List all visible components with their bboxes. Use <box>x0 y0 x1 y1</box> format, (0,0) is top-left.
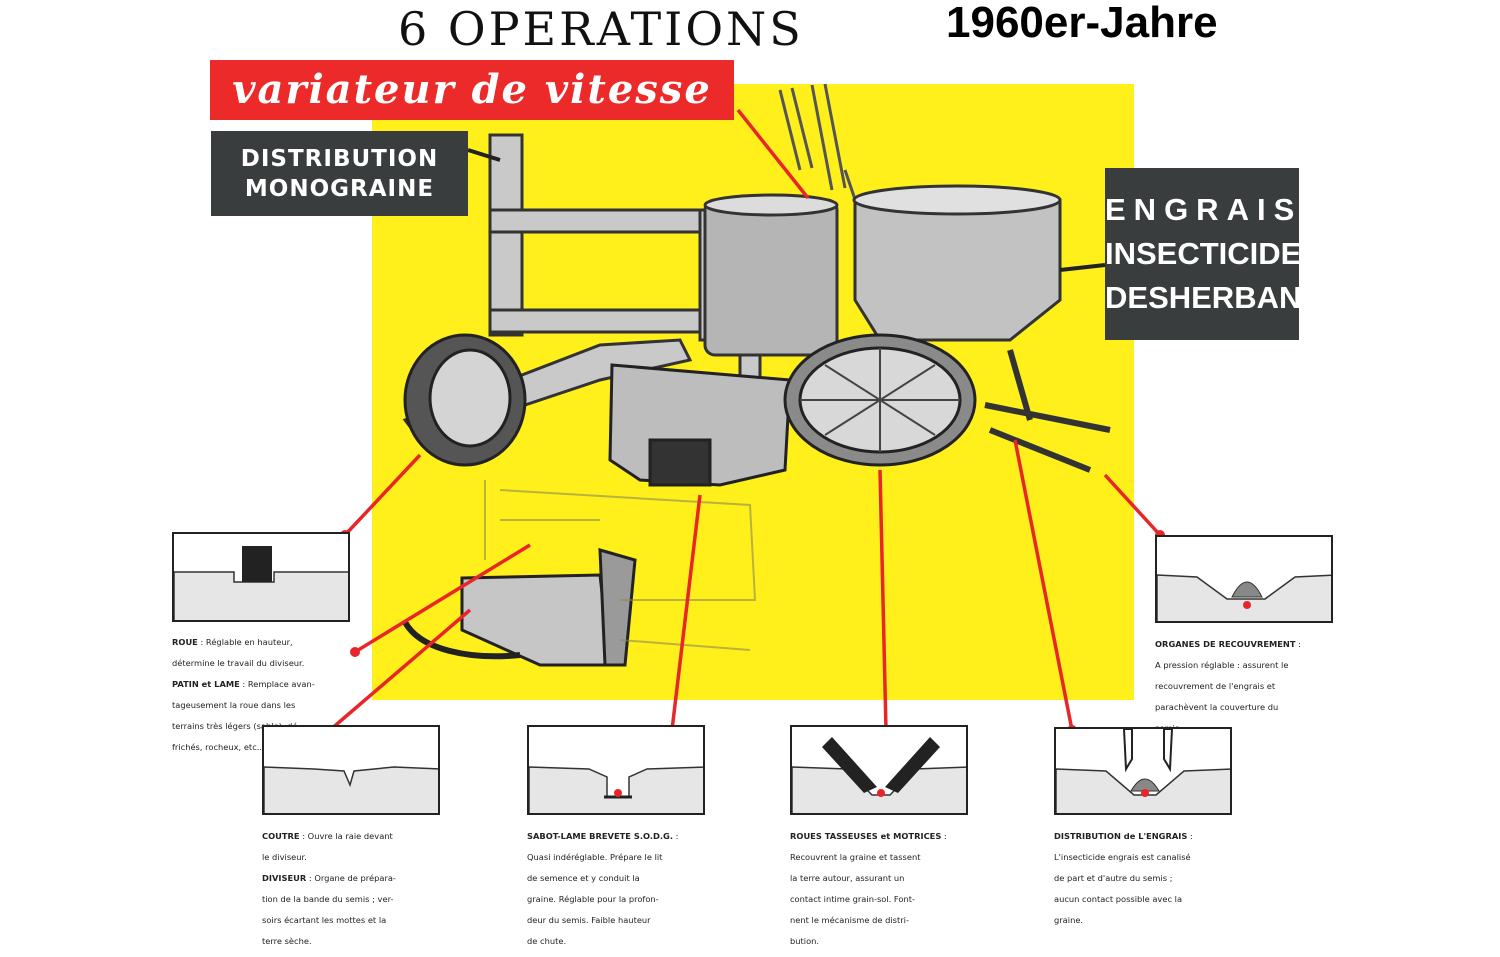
distribution-label-line1: DISTRIBUTION <box>240 145 439 172</box>
caption-line: nent le mécanisme de distri- <box>790 914 909 925</box>
caption-line: terre sèche. <box>262 935 312 946</box>
roue-diagram <box>172 532 350 622</box>
caption-line: ORGANES DE RECOUVREMENT : <box>1155 638 1301 649</box>
engrais-label-line3: DESHERBANT <box>1105 280 1321 315</box>
sabot-lame-diagram <box>527 725 705 815</box>
caption-line: SABOT-LAME BREVETE S.O.D.G. : <box>527 830 679 841</box>
caption-line: soirs écartant les mottes et la <box>262 914 387 925</box>
distribution-monograine-label: DISTRIBUTION MONOGRAINE <box>211 131 468 216</box>
caption-line: DISTRIBUTION de L'ENGRAIS : <box>1054 830 1193 841</box>
seed-drill-illustration <box>325 83 1165 735</box>
distribution-engrais-diagram <box>1054 727 1232 815</box>
ghost-frame-outline <box>484 480 757 651</box>
engrais-label-line2: INSECTICIDE <box>1105 236 1302 271</box>
organes-recouvrement-diagram <box>1155 535 1333 623</box>
press-wheel <box>783 333 977 467</box>
caption-line: COUTRE : Ouvre la raie devant <box>262 830 393 841</box>
fertilizer-hopper <box>852 184 1062 342</box>
front-wheel <box>403 333 527 467</box>
caption-line: le diviseur. <box>262 851 307 862</box>
distribution-engrais-caption: DISTRIBUTION de L'ENGRAIS : L'insecticid… <box>1054 820 1232 936</box>
seed-hopper <box>703 193 839 357</box>
coutre-caption: COUTRE : Ouvre la raie devant le diviseu… <box>262 820 440 957</box>
hanging-chain <box>778 83 864 221</box>
caption-line: la terre autour, assurant un <box>790 872 905 883</box>
speed-variator-label: variateur de vitesse <box>210 60 734 120</box>
caption-line: ROUES TASSEUSES et MOTRICES : <box>790 830 947 841</box>
caption-line: Recouvrent la graine et tassent <box>790 851 921 862</box>
caption-line: A pression réglable : assurent le <box>1155 659 1289 670</box>
roues-tasseuses-caption: ROUES TASSEUSES et MOTRICES : Recouvrent… <box>790 820 968 957</box>
caption-line: contact intime grain-sol. Font- <box>790 893 915 904</box>
caption-line: graine. <box>1054 914 1084 925</box>
sabot-caption: SABOT-LAME BREVETE S.O.D.G. : Quasi indé… <box>527 820 705 957</box>
covering-tines <box>984 349 1111 473</box>
caption-line: de part et d'autre du semis ; <box>1054 872 1173 883</box>
caption-line: aucun contact possible avec la <box>1054 893 1183 904</box>
roues-tasseuses-diagram <box>790 725 968 815</box>
caption-line: bution. <box>790 935 820 946</box>
divider-body <box>608 363 792 487</box>
engrais-label: ENGRAIS INSECTICIDE DESHERBANT <box>1105 168 1321 340</box>
caption-line: tageusement la roue dans les <box>172 699 296 710</box>
caption-line: de chute. <box>527 935 567 946</box>
caption-line: DIVISEUR : Organe de prépara- <box>262 872 396 883</box>
leader-lines <box>328 108 1162 732</box>
organes-caption: ORGANES DE RECOUVREMENT : A pression rég… <box>1155 628 1333 744</box>
distribution-label-line2: MONOGRAINE <box>244 175 435 202</box>
caption-line: PATIN et LAME : Remplace avan- <box>172 678 315 689</box>
coutre-diagram <box>262 725 440 815</box>
caption-line: deur du semis. Faible hauteur <box>527 914 651 925</box>
era-label: 1960er-Jahre <box>946 0 1218 47</box>
caption-line: graine. Réglable pour la profon- <box>527 893 659 904</box>
caption-line: parachèvent la couverture du <box>1155 701 1279 712</box>
caption-line: recouvrement de l'engrais et <box>1155 680 1276 691</box>
caption-line: frichés, rocheux, etc... <box>172 741 265 752</box>
caption-line: L'insecticide engrais est canalisé <box>1054 851 1191 862</box>
page-title: 6 OPERATIONS <box>398 2 804 56</box>
engrais-label-line1: ENGRAIS <box>1105 192 1303 227</box>
coulter-shoe <box>402 547 637 667</box>
label-pointers <box>467 148 1106 272</box>
caption-line: détermine le travail du diviseur. <box>172 657 305 668</box>
caption-line: Quasi indéréglable. Prépare le lit <box>527 851 663 862</box>
caption-line: de semence et y conduit la <box>527 872 640 883</box>
caption-line: tion de la bande du semis ; ver- <box>262 893 394 904</box>
caption-line: ROUE : Réglable en hauteur, <box>172 636 293 647</box>
